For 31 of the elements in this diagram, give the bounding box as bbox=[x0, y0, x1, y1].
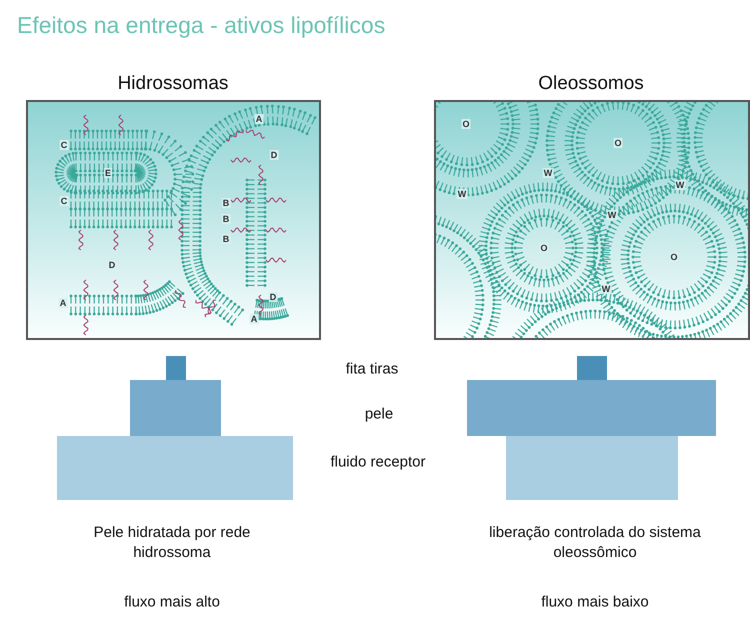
structure-letter: C bbox=[60, 196, 68, 206]
result-caption: Pele hidratada por rede hidrossoma bbox=[92, 523, 252, 563]
structure-letter: E bbox=[104, 168, 112, 178]
structure-letter: W bbox=[542, 168, 554, 178]
layer-label: fluido receptor bbox=[330, 454, 426, 470]
structure-letter: A bbox=[254, 114, 264, 124]
structure-letter: D bbox=[270, 150, 278, 160]
structure-letter: W bbox=[456, 189, 468, 199]
structure-letter: O bbox=[462, 119, 470, 129]
layer-label: fita tiras bbox=[346, 360, 398, 378]
structure-letter: O bbox=[540, 243, 548, 253]
structure-letter: W bbox=[600, 284, 612, 294]
result-caption: liberação controlada do sistema oleossômico bbox=[488, 523, 702, 563]
structure-letter: B bbox=[222, 198, 230, 208]
structure-letter: D bbox=[268, 292, 278, 302]
panel-heading: Hidrossomas bbox=[118, 73, 228, 95]
structure-letter: W bbox=[674, 180, 686, 190]
result-caption: fluxo mais alto bbox=[124, 594, 220, 610]
structure-letter: C bbox=[60, 140, 68, 150]
layer-label: pele bbox=[364, 406, 394, 422]
structure-letter: D bbox=[108, 260, 116, 270]
structure-letter: A bbox=[250, 314, 258, 324]
structure-letter: O bbox=[614, 138, 622, 148]
diagram-title: Efeitos na entrega - ativos lipofílicos bbox=[17, 12, 386, 39]
structure-letter: B bbox=[222, 214, 230, 224]
structure-letter: B bbox=[222, 234, 230, 244]
structure-letter: O bbox=[670, 252, 678, 262]
panel-heading: Oleossomos bbox=[538, 73, 644, 95]
structure-letter: W bbox=[606, 210, 618, 220]
result-caption: fluxo mais baixo bbox=[541, 594, 649, 610]
structure-letter: A bbox=[58, 298, 68, 308]
